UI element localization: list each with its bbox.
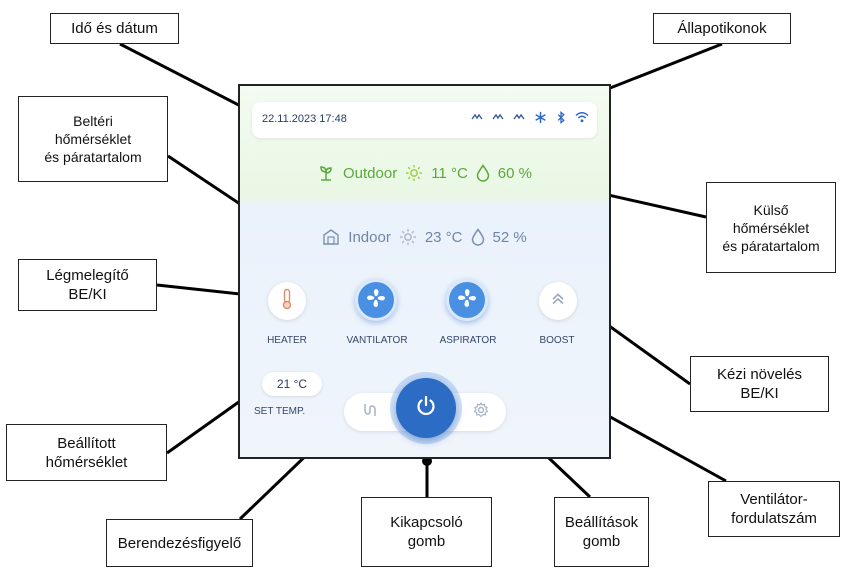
callout-ventilator: Ventilátor- fordulatszám xyxy=(708,481,840,537)
device-panel: 22.11.2023 17:48 Outdoor 11 °C 60 % Indo… xyxy=(238,84,611,459)
fan-icon-2 xyxy=(456,287,478,314)
callout-kulso: Külső hőmérséklet és páratartalom xyxy=(706,182,836,273)
callout-ido-datum: Idő és dátum xyxy=(50,13,179,44)
mountain-icon xyxy=(470,110,484,124)
power-icon xyxy=(414,394,438,423)
indoor-sun-icon xyxy=(399,228,417,246)
indoor-house-icon xyxy=(322,228,340,246)
callout-kezi-noveles: Kézi növelés BE/KI xyxy=(690,356,829,412)
outdoor-readout: Outdoor 11 °C 60 % xyxy=(240,164,609,182)
outdoor-temp: 11 °C xyxy=(431,164,468,182)
boost-button[interactable] xyxy=(539,282,577,320)
thermometer-icon xyxy=(280,288,294,315)
heater-label: HEATER xyxy=(267,335,307,346)
vantilator-label: VANTILATOR xyxy=(346,335,408,346)
bluetooth-icon xyxy=(554,110,568,124)
settings-button[interactable] xyxy=(466,397,496,427)
outdoor-drop-icon xyxy=(476,164,490,182)
gear-icon xyxy=(472,401,490,424)
status-bar: 22.11.2023 17:48 xyxy=(252,102,597,138)
heater-button[interactable] xyxy=(268,282,306,320)
vantilator-button[interactable] xyxy=(355,279,397,321)
indoor-label: Indoor xyxy=(348,228,391,246)
double-chevron-up-icon xyxy=(550,291,566,312)
callout-legmelegito: Légmelegítő BE/KI xyxy=(18,259,157,311)
mountain-icon-2 xyxy=(491,110,505,124)
monitor-button[interactable] xyxy=(355,397,385,427)
indoor-temp: 23 °C xyxy=(424,228,463,246)
outdoor-sun-icon xyxy=(405,164,423,182)
callout-berendezes: Berendezésfigyelő xyxy=(106,519,253,567)
wifi-icon xyxy=(575,110,589,124)
indoor-readout: Indoor 23 °C 52 % xyxy=(240,228,609,246)
power-button[interactable] xyxy=(396,378,456,438)
snowflake-icon xyxy=(533,110,547,124)
aspirator-button[interactable] xyxy=(446,279,488,321)
set-temp-label: SET TEMP. xyxy=(254,406,306,417)
aspirator-label: ASPIRATOR xyxy=(439,335,497,346)
fan-icon xyxy=(365,287,387,314)
callout-beallitott: Beállított hőmérséklet xyxy=(6,424,167,481)
callout-belteri: Beltéri hőmérséklet és páratartalom xyxy=(18,96,168,182)
monitor-icon xyxy=(361,401,379,424)
status-icons xyxy=(470,110,589,124)
outdoor-label: Outdoor xyxy=(343,164,398,182)
boost-label: BOOST xyxy=(539,335,575,346)
callout-beallitasok: Beállítások gomb xyxy=(554,497,649,567)
set-temp-value[interactable]: 21 °C xyxy=(262,372,322,396)
outdoor-plant-icon xyxy=(317,164,335,182)
callout-kikapcsolo: Kikapcsoló gomb xyxy=(361,497,492,567)
indoor-drop-icon xyxy=(471,228,485,246)
outdoor-humidity: 60 % xyxy=(497,164,532,182)
callout-allapotikonok: Állapotikonok xyxy=(653,13,791,44)
indoor-humidity: 52 % xyxy=(492,228,527,246)
mountain-icon-3 xyxy=(512,110,526,124)
datetime: 22.11.2023 17:48 xyxy=(262,113,347,125)
